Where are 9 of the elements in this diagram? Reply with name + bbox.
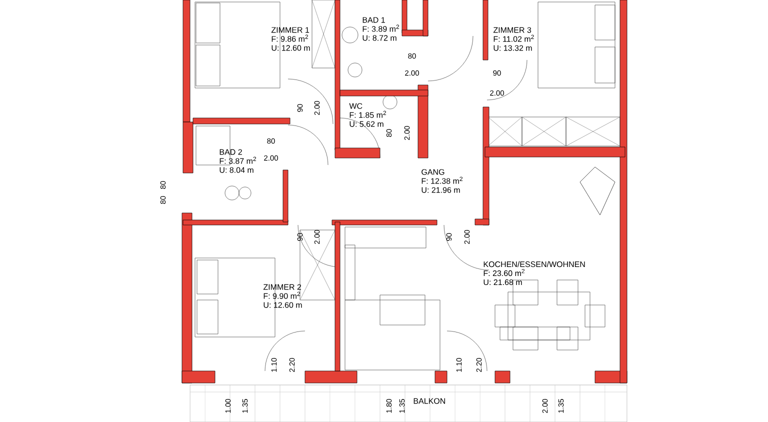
room-label: GANG F: 12.38 m$^{2}$ U: 21.96 m — [422, 169, 462, 193]
room-label: KOCHEN/ESSEN/WOHNEN F: 23.60 m$^{2}$ U: 21.68 m — [484, 261, 585, 286]
room-label: ZIMMER 1 F: 9.86 m$^{2}$ U: 12.60 m — [271, 27, 310, 51]
room-label: ZIMMER 3 F: 11.02 m$^{2}$ U: 13.32 m — [493, 27, 534, 51]
room-label: BAD 1 F: 3.89 m$^{2}$ U: 8.72 m — [362, 17, 400, 41]
room-label: BAD 2 F: 3.87 m$^{2}$ U: 8.04 m — [220, 149, 256, 173]
room-label: ZIMMER 2 F: 9.90 m$^{2}$ U: 12.60 m — [263, 284, 302, 308]
room-label: WC F: 1.85 m$^{2}$ U: 5.62 m — [349, 103, 386, 127]
room-label: BALKON — [414, 398, 446, 404]
